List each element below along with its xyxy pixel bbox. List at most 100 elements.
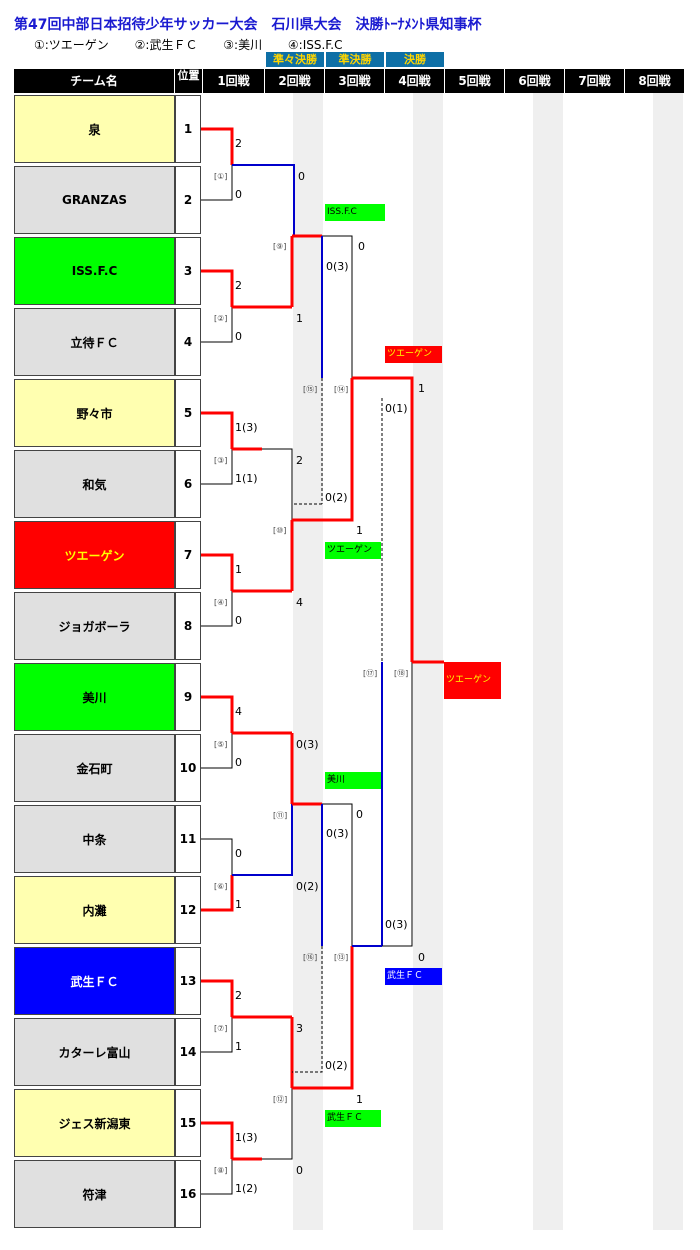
team-cell: カターレ富山 — [14, 1018, 175, 1086]
score: 0 — [296, 1164, 303, 1177]
score: 1(3) — [235, 421, 258, 434]
score: 0 — [235, 756, 242, 769]
score: 0 — [298, 170, 305, 183]
legend-item: ③:美川 — [223, 38, 263, 52]
score: 1 — [356, 524, 363, 537]
score: 1 — [356, 1093, 363, 1106]
team-cell: 符津 — [14, 1160, 175, 1228]
position-cell: 16 — [175, 1160, 201, 1228]
position-cell: 3 — [175, 237, 201, 305]
match-number: [⑥] — [214, 882, 228, 891]
score: 0 — [235, 614, 242, 627]
header-round-3: 3回戦 — [325, 69, 385, 93]
header-round-7: 7回戦 — [565, 69, 625, 93]
legend-item: ④:ISS.F.C — [287, 38, 343, 52]
match-number: [⑨] — [273, 242, 287, 251]
legend-item: ②:武生ＦＣ — [134, 38, 198, 52]
position-cell: 7 — [175, 521, 201, 589]
stage-final: 決勝 — [386, 52, 444, 67]
position-cell: 4 — [175, 308, 201, 376]
match-number: [②] — [214, 314, 228, 323]
winner-label: 武生ＦＣ — [385, 968, 442, 985]
score: 0(2) — [296, 880, 319, 893]
position-cell: 6 — [175, 450, 201, 518]
score: 0 — [235, 188, 242, 201]
header-team: チーム名 — [14, 69, 175, 93]
score: 4 — [296, 596, 303, 609]
winner-label: ツエーゲン — [325, 542, 381, 559]
position-cell: 11 — [175, 805, 201, 873]
winner-label: 美川 — [325, 772, 381, 789]
winner-label: ISS.F.C — [325, 204, 385, 221]
score: 0(3) — [326, 827, 349, 840]
winner-label: 武生ＦＣ — [325, 1110, 381, 1127]
score: 0 — [356, 808, 363, 821]
position-cell: 15 — [175, 1089, 201, 1157]
score: 0(1) — [385, 402, 408, 415]
team-cell: ジョガボーラ — [14, 592, 175, 660]
team-cell: ジェス新潟東 — [14, 1089, 175, 1157]
legend-item: ①:ツエーゲン — [34, 38, 109, 52]
score: 0(3) — [385, 918, 408, 931]
match-number: [⑱] — [394, 669, 409, 678]
column-stripe — [533, 93, 563, 1230]
match-number: [①] — [214, 172, 228, 181]
match-number: [④] — [214, 598, 228, 607]
match-number: [⑩] — [273, 526, 287, 535]
page-title: 第47回中部日本招待少年サッカー大会 石川県大会 決勝ﾄｰﾅﾒﾝﾄ県知事杯 — [14, 17, 482, 33]
score: 4 — [235, 705, 242, 718]
match-number: [⑰] — [363, 669, 378, 678]
score: 2 — [235, 279, 242, 292]
match-number: [⑪] — [273, 811, 288, 820]
score: 1(1) — [235, 472, 258, 485]
header-round-6: 6回戦 — [505, 69, 565, 93]
score: 1 — [235, 563, 242, 576]
team-cell: 金石町 — [14, 734, 175, 802]
match-number: [⑯] — [303, 953, 318, 962]
header-round-4: 4回戦 — [385, 69, 445, 93]
team-cell: 美川 — [14, 663, 175, 731]
header-round-2: 2回戦 — [265, 69, 325, 93]
position-cell: 9 — [175, 663, 201, 731]
stage-semifinal: 準決勝 — [326, 52, 384, 67]
score: 1 — [296, 312, 303, 325]
score: 1 — [235, 898, 242, 911]
score: 0(3) — [296, 738, 319, 751]
match-number: [⑧] — [214, 1166, 228, 1175]
match-number: [⑫] — [273, 1095, 288, 1104]
score: 1(2) — [235, 1182, 258, 1195]
team-cell: 内灘 — [14, 876, 175, 944]
score: 2 — [235, 989, 242, 1002]
team-cell: 立待ＦＣ — [14, 308, 175, 376]
team-cell: 野々市 — [14, 379, 175, 447]
header-round-1: 1回戦 — [203, 69, 265, 93]
team-cell: 泉 — [14, 95, 175, 163]
header-round-8: 8回戦 — [625, 69, 685, 93]
team-cell: GRANZAS — [14, 166, 175, 234]
position-cell: 5 — [175, 379, 201, 447]
score: 0 — [235, 847, 242, 860]
winner-label: ツエーゲン — [385, 346, 442, 363]
position-cell: 1 — [175, 95, 201, 163]
team-cell: ISS.F.C — [14, 237, 175, 305]
score: 0(2) — [325, 491, 348, 504]
match-number: [③] — [214, 456, 228, 465]
position-cell: 13 — [175, 947, 201, 1015]
position-cell: 14 — [175, 1018, 201, 1086]
score: 0 — [235, 330, 242, 343]
team-cell: 和気 — [14, 450, 175, 518]
position-cell: 8 — [175, 592, 201, 660]
score: 0(3) — [326, 260, 349, 273]
score: 2 — [235, 137, 242, 150]
team-cell: 武生ＦＣ — [14, 947, 175, 1015]
header-pos: 位置 — [175, 69, 203, 93]
champion-label: ツエーゲン — [444, 662, 501, 699]
stage-quarterfinal: 準々決勝 — [266, 52, 324, 67]
match-number: [⑮] — [303, 385, 318, 394]
match-number: [⑭] — [334, 385, 349, 394]
score: 0(2) — [325, 1059, 348, 1072]
position-cell: 12 — [175, 876, 201, 944]
score: 1 — [235, 1040, 242, 1053]
position-cell: 10 — [175, 734, 201, 802]
